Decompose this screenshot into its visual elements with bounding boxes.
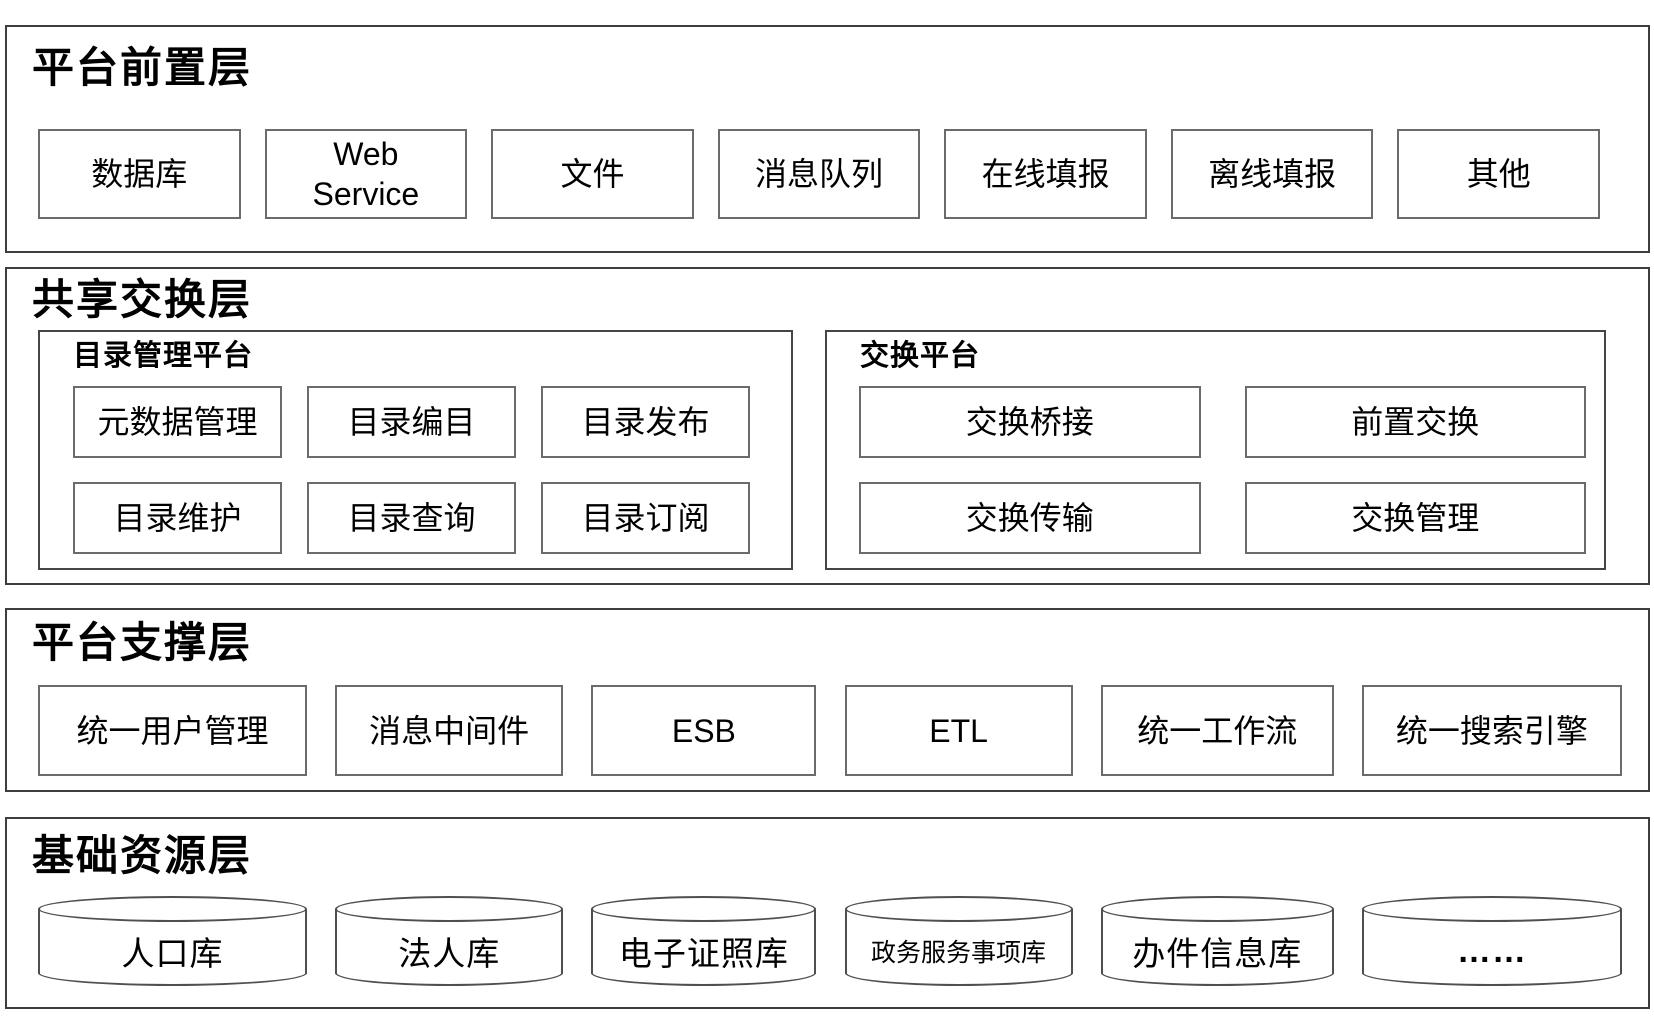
database-cylinder-gov-service-items: 政务服务事项库 bbox=[844, 896, 1073, 986]
exchange-layer: 共享交换层 目录管理平台 元数据管理 目录编目 目录发布 目录维护 目录查询 目… bbox=[5, 267, 1650, 585]
cylinder-top-shape bbox=[38, 896, 307, 922]
catalog-platform-title: 目录管理平台 bbox=[73, 340, 254, 372]
cylinder-label: 法人库 bbox=[398, 935, 501, 972]
swap-item-front-exchange: 前置交换 bbox=[1244, 386, 1586, 458]
database-cylinder-more: …… bbox=[1361, 896, 1622, 986]
resource-layer: 基础资源层 人口库 法人库 电子证照库 政务服务事项库 bbox=[5, 817, 1650, 1009]
front-item-database: 数据库 bbox=[38, 129, 241, 219]
support-layer: 平台支撑层 统一用户管理 消息中间件 ESB ETL 统一工作流 统一搜索引擎 bbox=[5, 608, 1650, 792]
cylinder-label: …… bbox=[1456, 931, 1527, 970]
resource-layer-title: 基础资源层 bbox=[32, 832, 253, 879]
database-cylinder-case-info: 办件信息库 bbox=[1100, 896, 1334, 986]
support-item-unified-workflow: 统一工作流 bbox=[1100, 685, 1334, 776]
support-layer-items: 统一用户管理 消息中间件 ESB ETL 统一工作流 统一搜索引擎 bbox=[7, 685, 1648, 776]
cylinder-top-shape bbox=[1361, 896, 1622, 922]
front-layer-title: 平台前置层 bbox=[32, 44, 253, 91]
catalog-item-catalog-compilation: 目录编目 bbox=[307, 386, 516, 458]
resource-layer-items: 人口库 法人库 电子证照库 政务服务事项库 办件信息库 bbox=[7, 896, 1648, 986]
cylinder-label: 办件信息库 bbox=[1132, 935, 1303, 972]
database-cylinder-e-license: 电子证照库 bbox=[591, 896, 817, 986]
database-cylinder-legal-entity: 法人库 bbox=[335, 896, 564, 986]
swap-item-exchange-management: 交换管理 bbox=[1244, 482, 1586, 554]
catalog-item-metadata-management: 元数据管理 bbox=[73, 386, 282, 458]
cylinder-top-shape bbox=[844, 896, 1073, 922]
exchange-platform-title: 交换平台 bbox=[860, 340, 981, 372]
cylinder-label: 人口库 bbox=[121, 935, 224, 972]
front-item-web-service: Web Service bbox=[264, 129, 468, 219]
exchange-platform-items: 交换桥接 前置交换 交换传输 交换管理 bbox=[827, 386, 1604, 554]
exchange-platform: 交换平台 交换桥接 前置交换 交换传输 交换管理 bbox=[825, 330, 1606, 570]
exchange-subplatforms: 目录管理平台 元数据管理 目录编目 目录发布 目录维护 目录查询 目录订阅 交换… bbox=[7, 330, 1648, 570]
swap-item-exchange-bridge: 交换桥接 bbox=[859, 386, 1201, 458]
front-item-file: 文件 bbox=[491, 129, 694, 219]
catalog-management-platform: 目录管理平台 元数据管理 目录编目 目录发布 目录维护 目录查询 目录订阅 bbox=[38, 330, 793, 570]
catalog-item-catalog-subscribe: 目录订阅 bbox=[541, 482, 750, 554]
front-item-online-reporting: 在线填报 bbox=[944, 129, 1147, 219]
catalog-item-catalog-query: 目录查询 bbox=[307, 482, 516, 554]
support-item-unified-search-engine: 统一搜索引擎 bbox=[1361, 685, 1622, 776]
front-item-message-queue: 消息队列 bbox=[717, 129, 921, 219]
support-item-esb: ESB bbox=[591, 685, 817, 776]
cylinder-top-shape bbox=[1100, 896, 1334, 922]
front-layer-items: 数据库 Web Service 文件 消息队列 在线填报 离线填报 其他 bbox=[7, 129, 1648, 219]
support-item-etl: ETL bbox=[844, 685, 1073, 776]
support-layer-title: 平台支撑层 bbox=[32, 619, 253, 666]
database-cylinder-population: 人口库 bbox=[38, 896, 307, 986]
swap-item-exchange-transfer: 交换传输 bbox=[859, 482, 1201, 554]
catalog-platform-items: 元数据管理 目录编目 目录发布 目录维护 目录查询 目录订阅 bbox=[40, 386, 791, 554]
front-item-other: 其他 bbox=[1397, 129, 1601, 219]
cylinder-top-shape bbox=[591, 896, 817, 922]
cylinder-top-shape bbox=[335, 896, 564, 922]
front-item-offline-reporting: 离线填报 bbox=[1170, 129, 1374, 219]
front-layer: 平台前置层 数据库 Web Service 文件 消息队列 在线填报 离线填报 … bbox=[5, 25, 1650, 253]
support-item-message-middleware: 消息中间件 bbox=[335, 685, 564, 776]
catalog-item-catalog-maintenance: 目录维护 bbox=[73, 482, 282, 554]
catalog-item-catalog-publish: 目录发布 bbox=[541, 386, 750, 458]
cylinder-label: 政务服务事项库 bbox=[871, 939, 1047, 967]
cylinder-label: 电子证照库 bbox=[618, 935, 789, 972]
support-item-unified-user-management: 统一用户管理 bbox=[38, 685, 307, 776]
exchange-layer-title: 共享交换层 bbox=[32, 276, 253, 323]
